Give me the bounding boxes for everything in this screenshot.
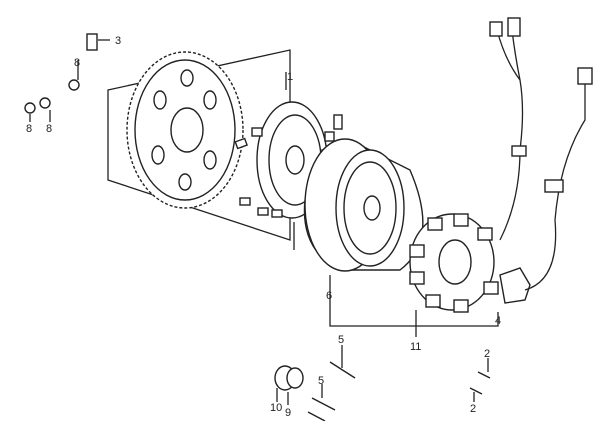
bolt-part-5 [311,397,336,411]
callout-6: 6 [326,290,332,302]
clip-part-3 [86,33,98,51]
callout-10: 10 [270,402,282,414]
starter-gear-panel-outline [107,49,291,241]
bolt-part-2 [477,371,491,379]
callout-3: 3 [115,35,121,47]
callout-4: 4 [495,315,501,327]
wiring-harness [489,17,593,291]
callout-5: 5 [338,334,344,346]
callout-11: 11 [410,341,421,353]
callout-8: 8 [26,123,32,135]
bolt-part-5 [329,361,356,379]
pulser-coil [499,267,531,304]
bolt-part-8 [68,79,80,91]
stator-coil [409,213,499,313]
callout-8: 8 [74,57,80,69]
bolt-part-2 [469,387,483,395]
bolt-part-8 [39,97,51,109]
callout-9: 9 [285,407,291,419]
callout-1: 1 [287,71,293,83]
callout-5: 5 [318,375,324,387]
callout-2: 2 [484,348,490,360]
nut-washer-9-10 [274,365,304,391]
starter-driven-gear [126,51,244,209]
callout-2: 2 [470,403,476,415]
callout-8: 8 [46,123,52,135]
callout-bracket [329,275,499,327]
flywheel-rotor [303,138,424,272]
bolt-part-8 [24,102,36,114]
